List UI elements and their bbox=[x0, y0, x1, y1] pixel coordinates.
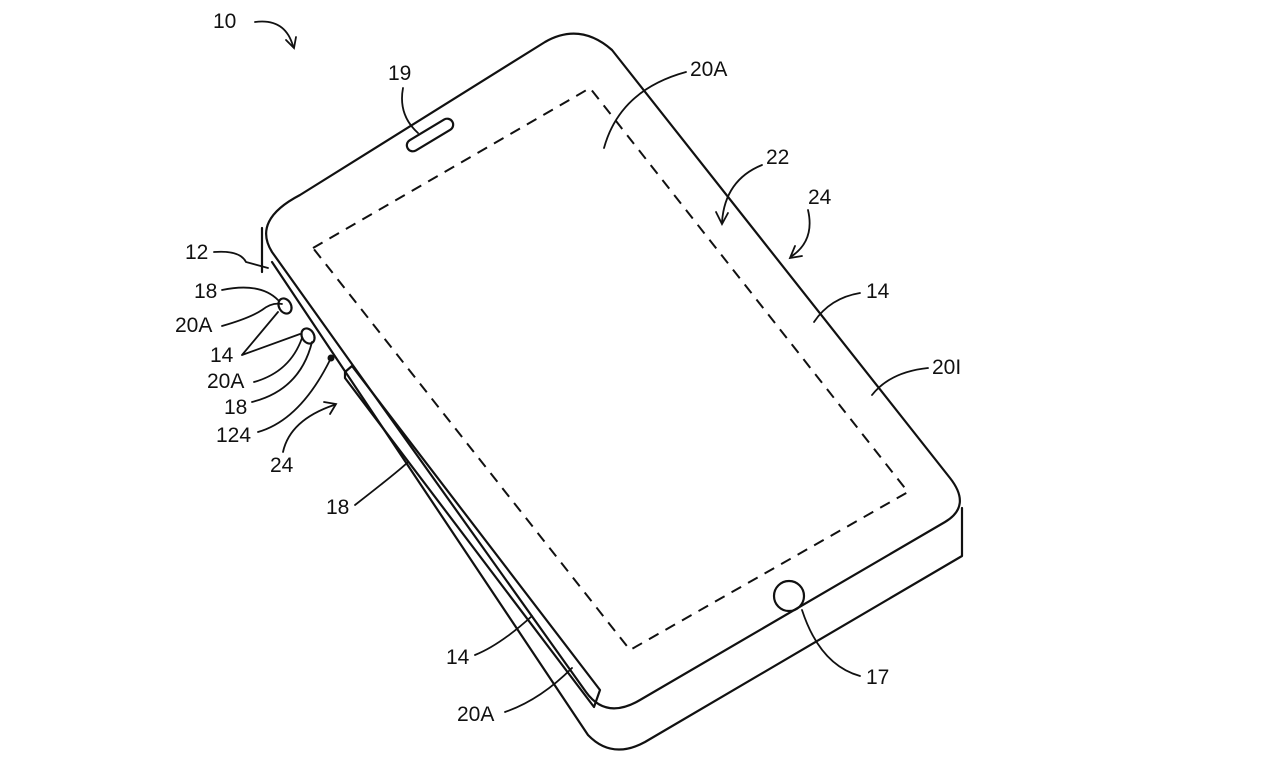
side-button-icon bbox=[277, 297, 293, 315]
device-top-face bbox=[265, 32, 961, 710]
label-14-left: 14 bbox=[210, 344, 234, 367]
label-20i: 20I bbox=[932, 356, 961, 379]
device-side bbox=[260, 226, 964, 751]
label-10: 10 bbox=[213, 10, 236, 33]
label-18-side: 18 bbox=[326, 496, 349, 519]
label-18-a: 18 bbox=[194, 280, 217, 303]
label-24-right: 24 bbox=[808, 186, 832, 209]
label-20a-b: 20A bbox=[207, 370, 244, 393]
label-24-left: 24 bbox=[270, 454, 294, 477]
display-area bbox=[311, 86, 910, 652]
label-20a-top: 20A bbox=[690, 58, 727, 81]
label-12: 12 bbox=[185, 241, 208, 264]
side-button-icon bbox=[300, 327, 316, 345]
label-124: 124 bbox=[216, 424, 251, 447]
label-20a-a: 20A bbox=[175, 314, 212, 337]
label-14-right: 14 bbox=[866, 280, 890, 303]
label-14-bottom: 14 bbox=[446, 646, 470, 669]
label-22: 22 bbox=[766, 146, 789, 169]
label-20a-bottom: 20A bbox=[457, 703, 494, 726]
label-19: 19 bbox=[388, 62, 411, 85]
home-button-icon bbox=[772, 579, 806, 613]
leader-lines bbox=[213, 20, 929, 713]
port-icon bbox=[327, 354, 335, 362]
side-slot bbox=[343, 364, 602, 709]
label-17: 17 bbox=[866, 666, 889, 689]
earpiece-icon bbox=[405, 117, 455, 153]
label-18-b: 18 bbox=[224, 396, 247, 419]
